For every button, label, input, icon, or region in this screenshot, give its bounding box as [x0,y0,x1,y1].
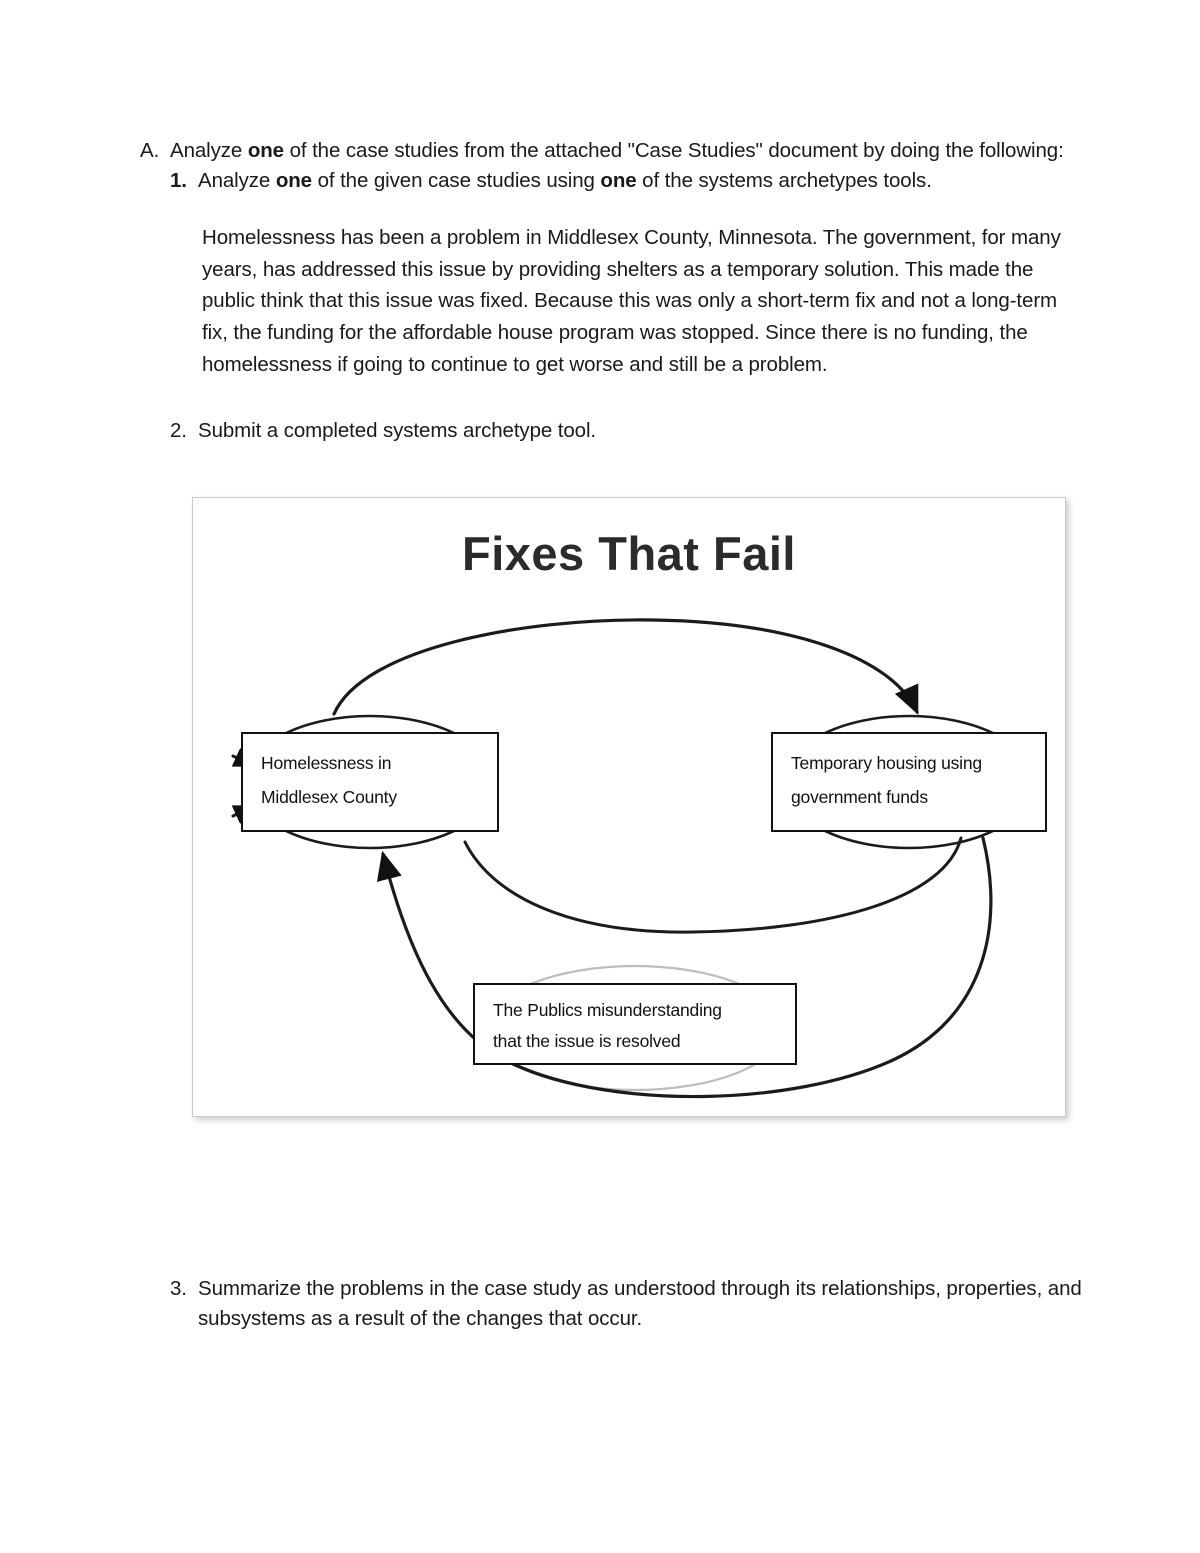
item-a-text-before: Analyze [170,139,248,162]
item-1-bold-one-b: one [600,169,637,193]
outline-item-a: A. Analyze one of the case studies from … [140,136,1090,166]
figure-frame: Fixes That Fail [192,497,1066,1117]
item-1-text-after: of the systems archetypes tools. [636,169,932,193]
outline-marker-a: A. [140,139,160,162]
case-study-paragraph: Homelessness has been a problem in Middl… [202,226,1061,376]
outline-list: A. Analyze one of the case studies from … [140,136,1090,446]
fixes-that-fail-figure: Fixes That Fail [192,497,1066,1117]
node-box-temporary-housing: Temporary housing using government funds [771,732,1047,832]
arc-middle-right-to-left [463,836,963,934]
node-public-misunderstanding-line-1: The Publics misunderstanding [493,1000,722,1020]
outline-item-2: 2. Submit a completed systems archetype … [170,416,1090,446]
node-box-homelessness: Homelessness in Middlesex County [241,732,499,832]
item-1-text-mid: of the given case studies using [311,169,601,193]
node-temporary-housing-line-2: government funds [791,787,928,808]
item-1-text-before: Analyze [198,169,276,193]
item-a-bold-one: one [247,139,284,162]
spacer [140,380,1090,416]
outline-marker-3: 3. [170,1277,187,1300]
node-box-public-misunderstanding: The Publics misunderstanding that the is… [473,983,797,1065]
figure-title: Fixes That Fail [462,527,796,580]
outline-item-3-text: Summarize the problems in the case study… [198,1277,1082,1331]
outline-item-3-wrap: 3. Summarize the problems in the case st… [170,1274,1090,1334]
node-temporary-housing-line-1: Temporary housing using [791,753,982,773]
outline-item-3: 3. Summarize the problems in the case st… [170,1274,1090,1334]
outline-marker-1: 1. [170,169,187,193]
outline-item-1: 1. Analyze one of the given case studies… [170,166,1090,196]
arc-top-left-to-right [332,618,919,716]
outline-marker-2: 2. [170,419,187,443]
node-homelessness-line-1: Homelessness in [261,753,392,773]
item-1-bold-one-a: one [275,169,312,193]
outline-item-1-text: Analyze one of the given case studies us… [198,166,1090,196]
node-public-misunderstanding-line-2: that the issue is resolved [493,1030,681,1051]
outline-item-2-text: Submit a completed systems archetype too… [198,419,597,443]
arc-bottom-loop-right-to-left [376,836,993,1099]
item-a-text-after: of the case studies from the attached "C… [283,139,1064,162]
outline-item-a-text: Analyze one of the case studies from the… [170,136,1090,166]
node-homelessness-line-2: Middlesex County [261,787,397,808]
